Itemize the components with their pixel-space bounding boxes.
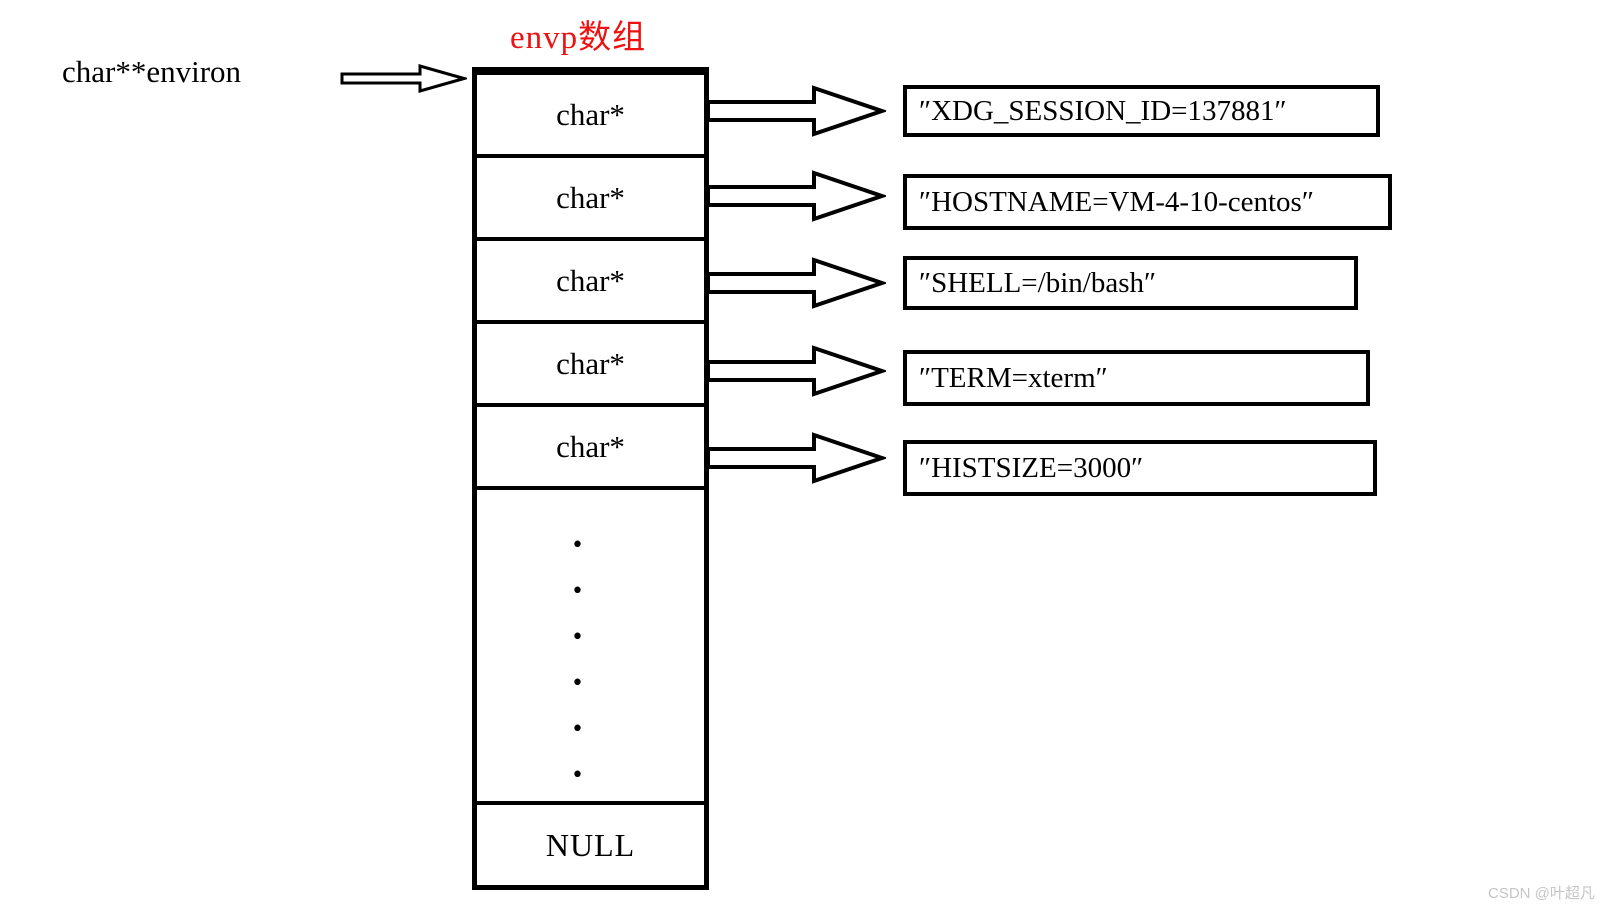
env-string-box: ″SHELL=/bin/bash″ bbox=[903, 256, 1358, 310]
env-string-value: ″HOSTNAME=VM-4-10-centos″ bbox=[919, 185, 1314, 218]
pointer-arrow-icon bbox=[706, 432, 886, 484]
array-cell-label: char* bbox=[556, 262, 625, 298]
array-cell-1: char* bbox=[477, 158, 704, 241]
env-string-value: ″TERM=xterm″ bbox=[919, 361, 1108, 394]
array-null-cell: NULL bbox=[477, 805, 704, 885]
diagram-title: envp数组 bbox=[510, 20, 647, 56]
csdn-watermark: CSDN @叶超凡 bbox=[1488, 885, 1595, 902]
envp-array-column: char* char* char* char* char* • • • • • … bbox=[472, 67, 709, 890]
array-cell-label: char* bbox=[556, 428, 625, 464]
env-string-box: ″HOSTNAME=VM-4-10-centos″ bbox=[903, 174, 1392, 230]
ellipsis-dot: • bbox=[571, 671, 584, 696]
array-ellipsis-cell: • • • • • • bbox=[477, 490, 704, 805]
array-cell-4: char* bbox=[477, 407, 704, 490]
env-string-value: ″HISTSIZE=3000″ bbox=[919, 451, 1144, 484]
pointer-arrow-icon bbox=[706, 257, 886, 309]
array-cell-3: char* bbox=[477, 324, 704, 407]
ellipsis-dot: • bbox=[571, 763, 584, 788]
env-string-box: ″TERM=xterm″ bbox=[903, 350, 1370, 406]
env-string-box: ″XDG_SESSION_ID=137881″ bbox=[903, 85, 1380, 137]
env-string-box: ″HISTSIZE=3000″ bbox=[903, 440, 1377, 496]
ellipsis-dot: • bbox=[571, 579, 584, 604]
pointer-arrow-icon bbox=[706, 170, 886, 222]
array-cell-0: char* bbox=[477, 75, 704, 158]
pointer-arrow-icon bbox=[706, 85, 886, 137]
array-cell-label: char* bbox=[556, 345, 625, 381]
ellipsis-dot: • bbox=[571, 717, 584, 742]
env-string-value: ″XDG_SESSION_ID=137881″ bbox=[919, 94, 1287, 127]
array-cell-2: char* bbox=[477, 241, 704, 324]
environ-pointer-label: char**environ bbox=[62, 54, 242, 89]
pointer-arrow-icon bbox=[706, 345, 886, 397]
array-cell-label: char* bbox=[556, 96, 625, 132]
ellipsis-dot: • bbox=[571, 625, 584, 650]
null-label: NULL bbox=[545, 826, 636, 863]
ellipsis-dot: • bbox=[571, 533, 584, 558]
environ-arrow-icon bbox=[340, 64, 467, 93]
array-cell-label: char* bbox=[556, 179, 625, 215]
env-string-value: ″SHELL=/bin/bash″ bbox=[919, 266, 1157, 299]
